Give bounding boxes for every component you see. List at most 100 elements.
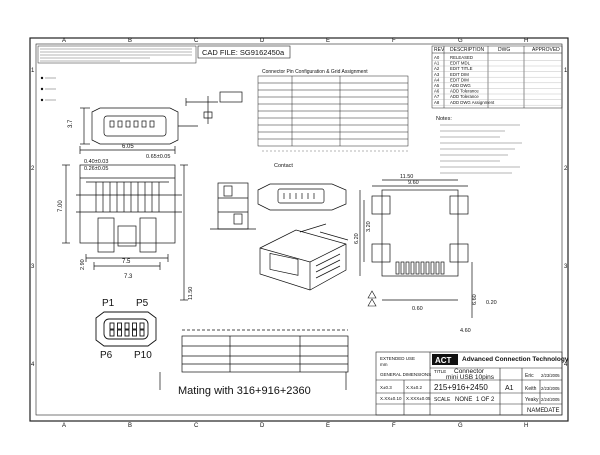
revision-description: EDIT DIM — [450, 77, 469, 82]
act-logo — [432, 354, 458, 365]
pin-label-p10: P10 — [134, 350, 152, 361]
units-value: mm — [380, 362, 388, 367]
pcb-pad — [400, 261, 405, 275]
sheet-value: 1 OF 2 — [476, 397, 495, 403]
revision-code: A0 — [434, 55, 440, 60]
pcb-pad — [415, 261, 420, 275]
scale-label: SCALE — [434, 397, 451, 403]
dim-4-60: 4.60 — [460, 328, 471, 334]
revision-description: ADD DWG Assignment — [450, 100, 495, 105]
tolerance-2: X.X±0.2 — [406, 385, 422, 390]
revision-code: A8 — [434, 100, 440, 105]
notes-label: Notes: — [436, 116, 452, 122]
drawn-date-3: 2/24/2005 — [541, 397, 560, 402]
header-notes — [37, 45, 197, 64]
receptacle-pin-top — [109, 322, 115, 330]
zone-column-f: F — [392, 423, 396, 429]
tolerance-4: X.XXX±0.05 — [406, 396, 431, 401]
revision-code: A6 — [434, 89, 440, 94]
dimensions-label: EXTENDED USE — [380, 356, 415, 361]
pin-label-p5: P5 — [136, 298, 149, 309]
part-number: 215+916+2450 — [434, 383, 488, 392]
rev-header-rev: REV — [434, 47, 445, 53]
revision-description: EDIT MDL — [450, 61, 471, 66]
dim-6-20: 6.20 — [354, 233, 360, 244]
zone-row-2: 2 — [31, 166, 35, 172]
revision-code: A2 — [434, 66, 440, 71]
dim-0-26: 0.26±0.05 — [84, 166, 108, 172]
pcb-pad — [440, 261, 445, 275]
title-label: TITLE — [434, 369, 446, 374]
zone-column-c: C — [194, 38, 199, 44]
zone-row-3: 3 — [31, 264, 35, 270]
pcb-layout — [359, 179, 473, 318]
revision-description: ADD Tolerance — [450, 94, 479, 99]
zone-column-e: E — [326, 423, 330, 429]
revision-description: EDIT TITLE — [450, 66, 473, 71]
dim-3-7: 3.7 — [68, 119, 74, 128]
tolerance-1: X±0.3 — [380, 385, 392, 390]
dim-0-65: 0.65±0.05 — [146, 154, 170, 160]
pcb-pad — [420, 261, 425, 275]
dim-9-60: 9.60 — [408, 180, 419, 186]
notes-block — [440, 124, 522, 174]
zone-column-g: G — [458, 38, 463, 44]
pcb-pad — [395, 261, 400, 275]
rev-value: A1 — [505, 385, 514, 392]
drawn-name-2: Keith — [525, 386, 537, 392]
dim-0-20: 0.20 — [486, 300, 497, 306]
zone-column-c: C — [194, 423, 199, 429]
side-section-small — [185, 91, 243, 124]
receptacle-pin-top — [139, 322, 145, 330]
dim-11-50: 11.50 — [188, 287, 194, 300]
dim-0-40: 0.40±0.03 — [84, 159, 108, 165]
revision-code: A4 — [434, 77, 440, 82]
zone-column-b: B — [128, 423, 132, 429]
scale-value: NONE — [455, 397, 472, 403]
drawn-date-2: 2/23/2005 — [541, 386, 560, 391]
dim-6-60: 6.60 — [472, 294, 478, 305]
dim-6-05: 6.05 — [122, 144, 134, 150]
revision-table — [431, 45, 563, 109]
cad-file-box — [197, 45, 291, 59]
rev-header-desc: DESCRIPTION — [450, 47, 485, 53]
warning-markers — [367, 290, 377, 307]
revision-description: ADD Tolerance — [450, 89, 479, 94]
sheet-inner-border — [35, 43, 563, 416]
zone-column-a: A — [62, 423, 66, 429]
receptacle-front-view — [95, 311, 157, 347]
pcb-pad — [410, 261, 415, 275]
pin-label-p1: P1 — [102, 298, 115, 309]
receptacle-pin-bottom — [139, 329, 145, 337]
revision-code: A7 — [434, 94, 440, 99]
dim-3-20: 3.20 — [366, 221, 372, 232]
sheet-border — [29, 37, 569, 422]
pin-label-p6: P6 — [100, 350, 113, 361]
receptacle-pin-bottom — [124, 329, 130, 337]
zone-column-b: B — [128, 38, 132, 44]
receptacle-pin-bottom — [132, 329, 137, 337]
dim-11-50-pcb: 11.50 — [400, 174, 413, 180]
receptacle-pin-bottom — [117, 329, 122, 337]
zone-column-h: H — [524, 38, 528, 44]
drawn-name-3: Yeaky — [525, 397, 539, 403]
name-label: NAME — [527, 408, 544, 414]
pcb-pad — [405, 261, 410, 275]
rev-header-dwg: DWG — [498, 47, 510, 53]
rev-header-approved: APPROVED — [532, 47, 560, 53]
dim-0-60: 0.60 — [412, 306, 423, 312]
zone-row-2: 2 — [564, 166, 568, 172]
dim-7-3: 7.3 — [124, 274, 133, 280]
revision-code: A5 — [434, 83, 440, 88]
zone-column-d: D — [260, 423, 265, 429]
dim-2-90: 2.90 — [80, 259, 86, 270]
zone-row-4: 4 — [564, 362, 568, 368]
contact-table-title: Connector Pin Configuration & Grid Assig… — [262, 69, 368, 75]
zone-row-3: 3 — [564, 264, 568, 270]
pcb-pad — [425, 261, 430, 275]
tolerance-label: GENERAL DIMENSIONS — [380, 372, 431, 377]
drawn-date-1: 2/23/2005 — [541, 373, 560, 378]
